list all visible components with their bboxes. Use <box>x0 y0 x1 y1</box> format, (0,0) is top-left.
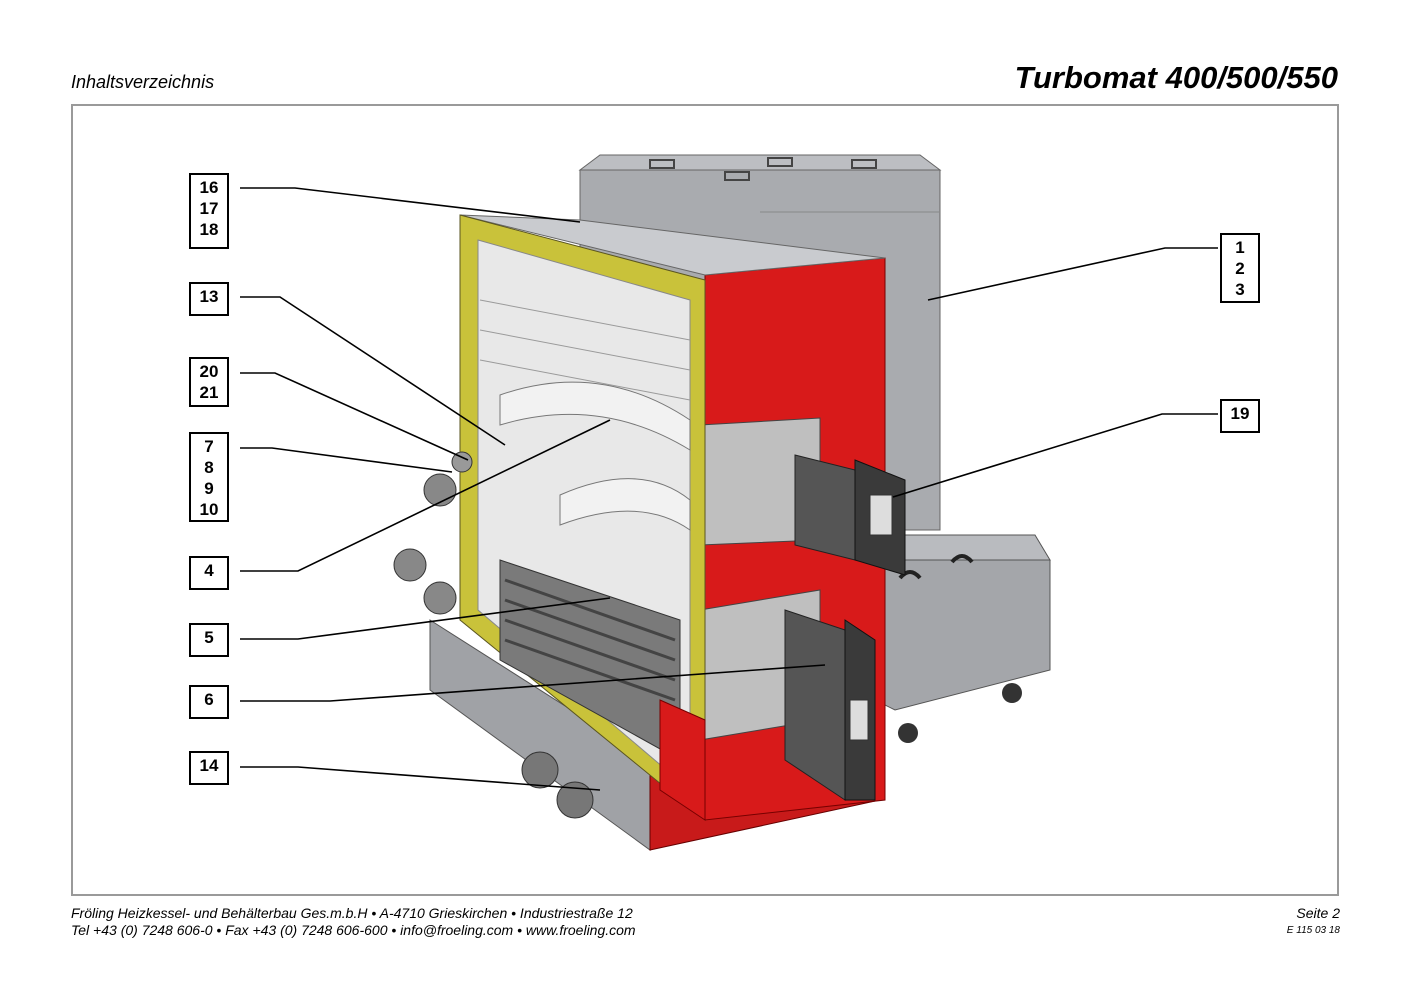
boiler-cutaway <box>459 214 706 822</box>
label-4: 4 <box>189 556 229 590</box>
document-code: E 115 03 18 <box>1286 925 1340 936</box>
footer-phone-web: Tel +43 (0) 7248 606-0 • Fax +43 (0) 724… <box>71 922 636 938</box>
section-title: Inhaltsverzeichnis <box>71 72 215 92</box>
label-13: 13 <box>189 282 229 316</box>
label-6: 6 <box>189 685 229 719</box>
grate <box>499 559 681 761</box>
diagram-frame <box>71 104 1339 896</box>
footer-address: Fröling Heizkessel- und Behälterbau Ges.… <box>71 905 633 921</box>
label-19: 19 <box>1220 399 1260 433</box>
label-14: 14 <box>189 751 229 785</box>
page-title: Turbomat 400/500/550 <box>1014 60 1338 95</box>
page-number: Seite 2 <box>1296 905 1340 921</box>
drive-motors <box>393 451 594 819</box>
boiler-doors <box>784 454 906 801</box>
footer-page: Seite 2 E 115 03 18 <box>1287 905 1340 939</box>
leader-lines <box>240 187 1218 791</box>
label-5: 5 <box>189 623 229 657</box>
footer-contact: Fröling Heizkessel- und Behälterbau Ges.… <box>71 905 636 939</box>
